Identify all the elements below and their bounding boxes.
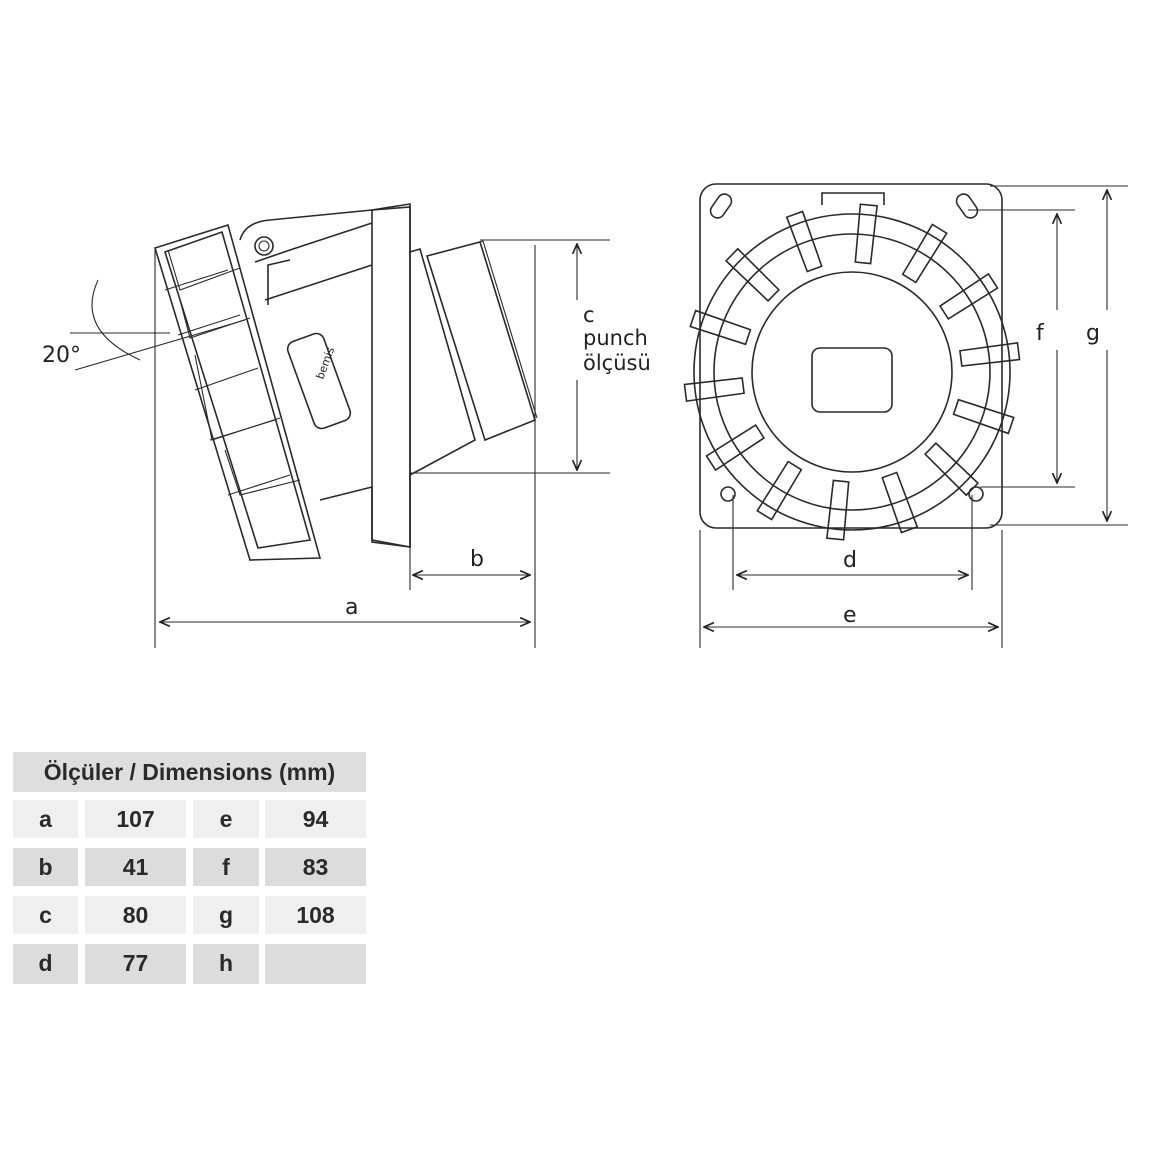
value-cell: 108 [265,896,366,934]
value-cell: 80 [85,896,186,934]
label-a: a [345,595,358,620]
value-cell: 83 [265,848,366,886]
key-cell: f [193,848,259,886]
socket-rib [756,460,803,521]
socket-rib [683,377,745,403]
value-cell: 94 [265,800,366,838]
socket-rib [959,341,1021,367]
key-cell: g [193,896,259,934]
label-d: d [843,548,857,573]
label-b: b [470,547,484,572]
socket-rib [881,471,919,534]
label-e: e [843,603,857,628]
label-g: g [1086,321,1100,346]
key-cell: d [13,944,78,984]
key-cell: a [13,800,78,838]
socket-rib [689,309,752,346]
value-cell: 107 [85,800,186,838]
dimension-diagram: bemis 20° a b c punch ölçüsü d e f g [42,183,1128,648]
socket-rib [952,398,1015,435]
socket-rib [785,210,823,273]
label-f: f [1036,321,1045,346]
label-punch: punch [583,326,648,350]
socket-rib [924,442,980,497]
side-view: bemis [154,203,538,561]
table-title: Ölçüler / Dimensions (mm) [13,752,366,792]
key-cell: b [13,848,78,886]
key-cell: e [193,800,259,838]
value-cell: 77 [85,944,186,984]
socket-rib [826,479,850,541]
brand-logo: bemis [314,345,338,381]
label-c: c [583,303,595,327]
key-cell: h [193,944,259,984]
value-cell [265,944,366,984]
socket-rib [854,203,878,265]
socket-rib [938,272,999,321]
value-cell: 41 [85,848,186,886]
angle-label: 20° [42,343,81,368]
socket-rib [901,223,948,284]
label-olcusu: ölçüsü [583,351,651,375]
front-view [683,183,1021,541]
socket-rib [705,423,766,472]
socket-rib [724,247,780,302]
key-cell: c [13,896,78,934]
